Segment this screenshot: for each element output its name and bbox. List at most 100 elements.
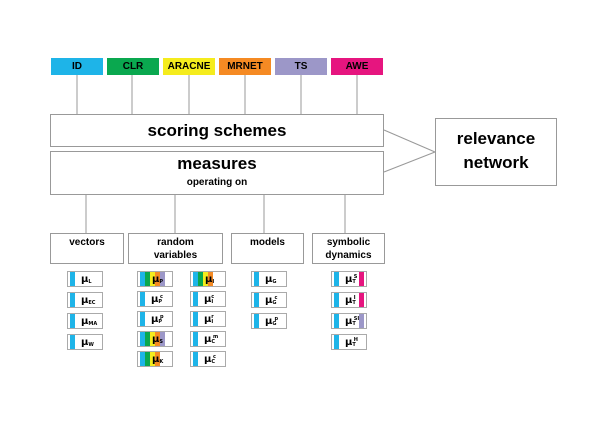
scheme-clr-label: CLR (122, 61, 144, 72)
scheme-stripe (254, 314, 259, 328)
relevance-network-line2: network (463, 153, 529, 172)
scheme-stripe (334, 293, 339, 307)
scheme-aracne-label: ARACNE (167, 61, 211, 72)
measures-subtitle: operating on (186, 177, 248, 188)
measure-chip: μTI (331, 292, 367, 308)
scheme-stripe (145, 332, 150, 346)
measures-box: measures operating on (50, 151, 384, 195)
measure-symbol: μCm (204, 334, 219, 345)
scheme-tag-awe: AWE (331, 58, 383, 75)
category-symbolic-dynamics-label-line2: dynamics (325, 250, 372, 261)
category-vectors: vectors (50, 233, 124, 264)
category-symbolic-dynamics: symbolic dynamics (312, 233, 385, 264)
measure-symbol: μTSI (345, 316, 360, 327)
measure-symbol: μIr (204, 314, 214, 325)
scheme-stripe (160, 272, 165, 286)
measure-chip: μMA (67, 313, 103, 329)
scheme-mrnet-label: MRNET (227, 61, 263, 72)
scheme-stripe (70, 335, 75, 349)
scheme-stripe (150, 352, 155, 366)
category-random-variables-label-line2: variables (153, 250, 198, 261)
scheme-tag-ts: TS (275, 58, 327, 75)
measure-chip: μCm (190, 331, 226, 347)
measures-title: measures (177, 154, 257, 173)
scheme-stripe (254, 272, 259, 286)
measure-symbol: μI (205, 274, 215, 285)
measure-symbol: μGc (265, 295, 278, 306)
scheme-stripe (140, 272, 145, 286)
scheme-stripe (193, 312, 198, 326)
relevance-network-line1: relevance (456, 129, 536, 148)
measure-chip: μPc (137, 291, 173, 307)
scheme-stripe (145, 352, 150, 366)
measure-symbol: μPp (151, 314, 164, 325)
measure-chip: μI (190, 271, 226, 287)
scheme-stripe (150, 332, 155, 346)
measure-chip: μTH (331, 334, 367, 350)
scheme-stripe (193, 272, 198, 286)
measure-chip: μGc (251, 292, 287, 308)
scheme-stripe (359, 314, 364, 328)
scheme-stripe (140, 332, 145, 346)
measure-chip: μTS (331, 271, 367, 287)
scheme-stripe (70, 293, 75, 307)
measure-symbol: μCc (204, 354, 216, 365)
scheme-stripe (155, 272, 160, 286)
scheme-stripe (145, 272, 150, 286)
scheme-awe-label: AWE (345, 61, 369, 72)
scheme-stripe (359, 293, 364, 307)
scoring-schemes-title: scoring schemes (147, 121, 287, 140)
measure-chip: μW (67, 334, 103, 350)
scheme-stripe (203, 272, 208, 286)
measure-symbol: μGp (265, 316, 279, 327)
scheme-tag-aracne: ARACNE (163, 58, 215, 75)
measure-chip: μIc (190, 291, 226, 307)
scheme-stripe (334, 272, 339, 286)
category-random-variables: random variables (128, 233, 223, 264)
measure-chip: μP (137, 271, 173, 287)
measure-symbol: μK (152, 354, 164, 365)
category-vectors-label: vectors (69, 237, 105, 248)
category-symbolic-dynamics-label-line1: symbolic (326, 237, 371, 248)
category-models-label: models (249, 237, 285, 248)
scheme-stripe (198, 272, 203, 286)
scheme-stripe (359, 272, 364, 286)
scheme-id-label: ID (72, 61, 82, 72)
scheme-ts-label: TS (294, 61, 308, 72)
measure-chip: μTSI (331, 313, 367, 329)
scheme-stripe (140, 292, 145, 306)
scheme-stripe (334, 314, 339, 328)
scheme-stripe (193, 352, 198, 366)
measure-symbol: μG (265, 274, 277, 285)
measure-symbol: μW (81, 337, 94, 348)
measure-symbol: μL (81, 274, 92, 285)
scheme-stripe (155, 352, 160, 366)
measure-symbol: μEC (81, 295, 96, 306)
relevance-network-box: relevance network (435, 118, 557, 186)
scheme-stripe (254, 293, 259, 307)
scoring-schemes-box: scoring schemes (50, 114, 384, 147)
scheme-stripe (70, 314, 75, 328)
scheme-stripe (140, 352, 145, 366)
category-models: models (231, 233, 304, 264)
measure-symbol: μMA (81, 316, 98, 327)
measure-chip: μL (67, 271, 103, 287)
measure-chip: μS (137, 331, 173, 347)
measure-chip: μPp (137, 311, 173, 327)
measure-symbol: μTH (345, 337, 358, 348)
measure-symbol: μIc (204, 294, 215, 305)
scheme-tag-mrnet: MRNET (219, 58, 271, 75)
measure-symbol: μTI (345, 295, 356, 306)
scheme-stripe (150, 272, 155, 286)
measure-chip: μK (137, 351, 173, 367)
scheme-stripe (155, 332, 160, 346)
scheme-stripe (140, 312, 145, 326)
measure-chip: μG (251, 271, 287, 287)
measure-symbol: μTS (345, 274, 358, 285)
measure-symbol: μPc (151, 294, 163, 305)
scheme-stripe (208, 272, 213, 286)
scheme-tag-clr: CLR (107, 58, 159, 75)
measure-chip: μEC (67, 292, 103, 308)
